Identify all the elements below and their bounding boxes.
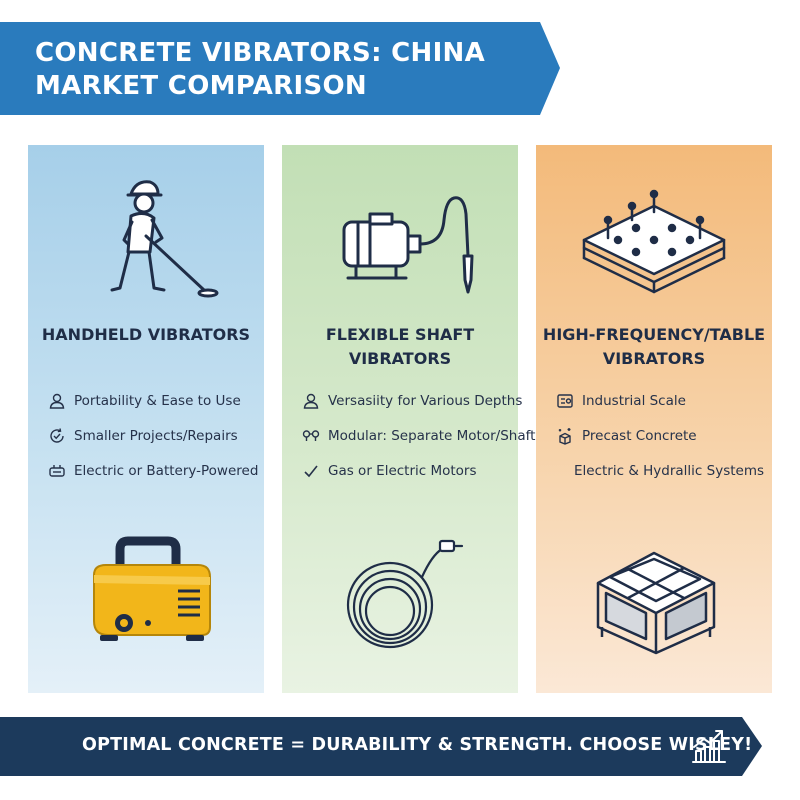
feature-label: Versasiity for Various Depths [328,393,523,409]
check-icon [302,462,320,480]
feature-item: Gas or Electric Motors [302,461,477,481]
feature-label: Electric or Battery-Powered [74,463,259,479]
feature-label: Portability & Ease to Use [74,393,241,409]
coiled-hose-icon [282,535,518,655]
sparkle-box-icon [556,427,574,445]
worker-vibrator-icon [28,170,264,300]
feature-label: Modular: Separate Motor/Shaft [328,428,536,444]
column-flexible-shaft: FLEXIBLE SHAFT VIBRATORS Versasiity for … [282,145,535,693]
battery-plug-icon [48,462,66,480]
column-heading: HIGH-FREQUENCY/TABLE VIBRATORS [542,325,766,368]
feature-item: Industrial Scale [556,391,686,411]
refresh-check-icon [48,427,66,445]
feature-label: Industrial Scale [582,393,686,409]
footer-slogan: OPTIMAL CONCRETE = DURABILITY & STRENGTH… [82,735,753,755]
feature-item: Modular: Separate Motor/Shaft [302,426,535,446]
page-title: CONCRETE VIBRATORS: CHINA MARKET COMPARI… [35,38,486,101]
feature-label: Smaller Projects/Repairs [74,428,238,444]
footer-banner [0,717,762,776]
feature-item: Electric & Hydrallic Systems [574,461,764,481]
user-icon [48,392,66,410]
feature-item: Versasiity for Various Depths [302,391,522,411]
feature-label: Gas or Electric Motors [328,463,477,479]
feature-item: Electric or Battery-Powered [48,461,258,481]
column-heading: HANDHELD VIBRATORS [41,325,251,344]
feature-label: Precast Concrete [582,428,697,444]
column-heading: FLEXIBLE SHAFT VIBRATORS [325,325,475,368]
title-banner [0,22,560,115]
motor-shaft-icon [282,170,518,300]
user-icon [302,392,320,410]
vibration-table-icon [536,170,772,300]
feature-item: Portability & Ease to Use [48,391,241,411]
precast-mold-icon [536,535,772,655]
column-table-vibrators: HIGH-FREQUENCY/TABLE VIBRATORS Industria… [536,145,772,693]
column-handheld: HANDHELD VIBRATORS Portability & Ease to… [28,145,264,693]
portable-unit-icon [28,535,264,655]
links-icon [302,427,320,445]
feature-item: Precast Concrete [556,426,697,446]
growth-chart-icon [690,727,728,765]
feature-item: Smaller Projects/Repairs [48,426,238,446]
gauge-panel-icon [556,392,574,410]
feature-label: Electric & Hydrallic Systems [574,463,765,479]
